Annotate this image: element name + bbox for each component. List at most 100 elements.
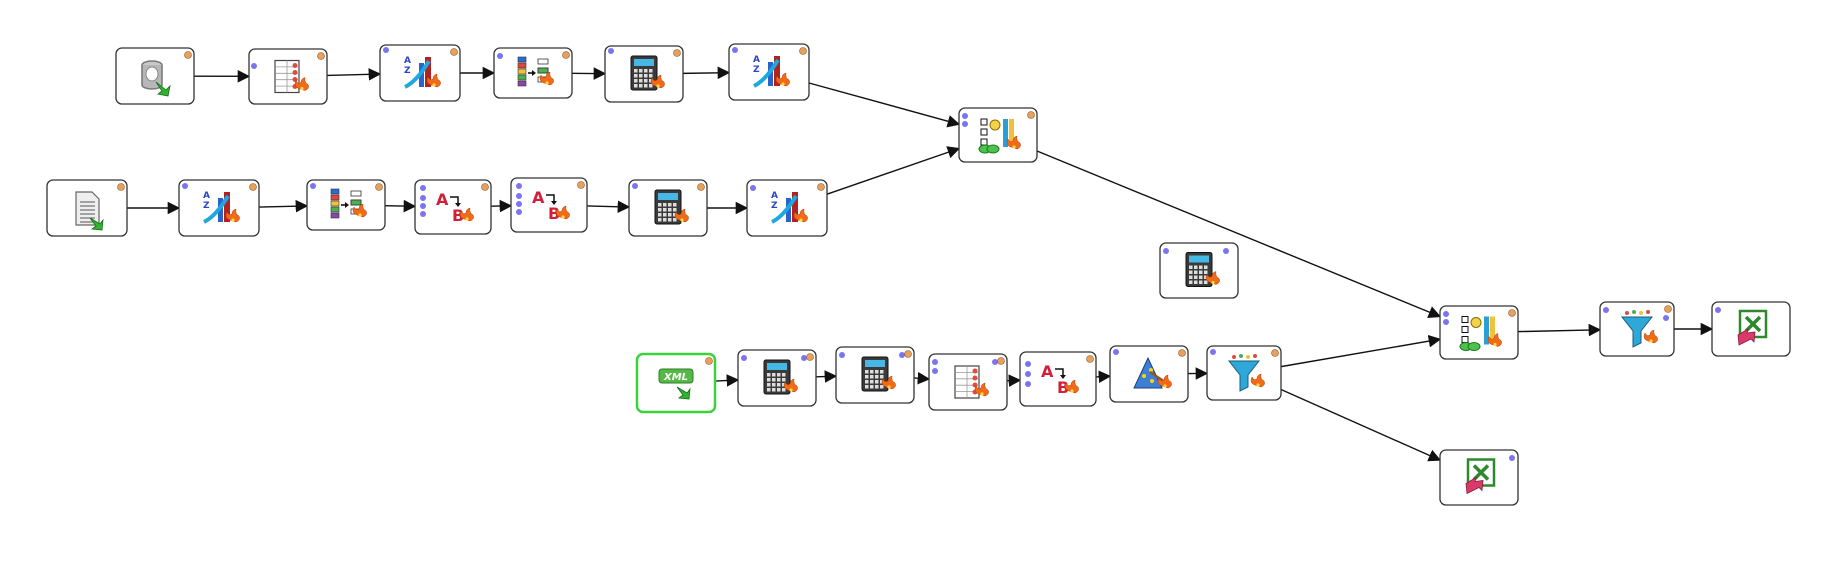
output-port[interactable] xyxy=(1178,349,1186,357)
input-port[interactable] xyxy=(1715,307,1721,313)
input-port[interactable] xyxy=(1025,371,1031,377)
hop-merge-join-step-1-to-merge-join-step-2[interactable] xyxy=(1036,150,1442,319)
sort-rows-step-3[interactable]: AZ xyxy=(178,179,260,237)
input-port[interactable] xyxy=(632,183,638,189)
calculator-step-4[interactable] xyxy=(835,346,915,404)
input-port[interactable] xyxy=(932,359,938,365)
output-port[interactable] xyxy=(562,51,570,59)
input-port[interactable] xyxy=(1025,361,1031,367)
hop-sort-rows-step-3-to-split-fields-step-2[interactable] xyxy=(258,199,309,213)
input-port[interactable] xyxy=(1603,307,1609,313)
select-values-step-1[interactable] xyxy=(248,48,328,105)
input-port[interactable] xyxy=(516,183,522,189)
table-input-step[interactable] xyxy=(115,47,195,105)
input-port[interactable] xyxy=(1443,311,1449,317)
hop-value-mapper-step-3-to-modified-javascript-step[interactable] xyxy=(1095,370,1112,384)
hop-sort-rows-step-4-to-merge-join-step-1[interactable] xyxy=(826,146,961,195)
select-values-step-2[interactable] xyxy=(928,353,1008,411)
output-port[interactable] xyxy=(375,183,383,191)
input-port[interactable] xyxy=(899,352,905,358)
input-port[interactable] xyxy=(1663,315,1669,321)
hop-split-fields-step-2-to-value-mapper-step-1[interactable] xyxy=(384,199,417,213)
output-port[interactable] xyxy=(1086,355,1094,363)
calculator-step-2[interactable] xyxy=(628,179,708,237)
input-port[interactable] xyxy=(608,48,614,54)
input-port[interactable] xyxy=(1113,349,1119,355)
merge-join-step-1[interactable] xyxy=(958,107,1038,163)
input-port[interactable] xyxy=(1443,319,1449,325)
output-port[interactable] xyxy=(806,353,814,361)
text-file-input-step[interactable] xyxy=(46,179,128,237)
output-port[interactable] xyxy=(997,357,1005,365)
input-port[interactable] xyxy=(497,53,503,59)
input-port[interactable] xyxy=(1025,381,1031,387)
input-port[interactable] xyxy=(741,355,747,361)
hop-calculator-step-4-to-select-values-step-2[interactable] xyxy=(913,371,931,385)
output-port[interactable] xyxy=(184,51,192,59)
hop-xml-input-step-to-calculator-step-3[interactable] xyxy=(714,374,740,387)
input-port[interactable] xyxy=(420,185,426,191)
modified-javascript-step[interactable] xyxy=(1109,345,1189,403)
hop-calculator-step-3-to-calculator-step-4[interactable] xyxy=(815,370,838,383)
output-port[interactable] xyxy=(799,47,807,55)
input-port[interactable] xyxy=(962,121,968,127)
input-port[interactable] xyxy=(1210,349,1216,355)
input-port[interactable] xyxy=(962,113,968,119)
output-port[interactable] xyxy=(817,183,825,191)
input-port[interactable] xyxy=(801,355,807,361)
input-port[interactable] xyxy=(420,203,426,209)
input-port[interactable] xyxy=(1509,455,1515,461)
output-port[interactable] xyxy=(577,181,585,189)
input-port[interactable] xyxy=(420,195,426,201)
output-port[interactable] xyxy=(481,183,489,191)
input-port[interactable] xyxy=(732,47,738,53)
input-port[interactable] xyxy=(420,211,426,217)
sort-rows-step-4[interactable]: AZ xyxy=(746,179,828,237)
output-port[interactable] xyxy=(249,183,257,191)
input-port[interactable] xyxy=(383,47,389,53)
input-port[interactable] xyxy=(516,193,522,199)
xml-input-step[interactable]: XML xyxy=(635,352,717,414)
output-port[interactable] xyxy=(673,49,681,57)
calculator-step-3[interactable] xyxy=(737,349,817,407)
output-port[interactable] xyxy=(1271,349,1279,357)
value-mapper-step-2[interactable]: AB xyxy=(510,177,588,233)
hop-sort-rows-step-2-to-merge-join-step-1[interactable] xyxy=(808,82,961,128)
calculator-step-orphan[interactable] xyxy=(1159,242,1239,299)
output-port[interactable] xyxy=(1027,111,1035,119)
split-fields-step-1[interactable] xyxy=(493,47,573,99)
hop-merge-join-step-2-to-filter-rows-step-2[interactable] xyxy=(1517,323,1602,337)
output-port[interactable] xyxy=(317,52,325,60)
split-fields-step-2[interactable] xyxy=(306,179,386,231)
input-port[interactable] xyxy=(932,368,938,374)
merge-join-step-2[interactable] xyxy=(1439,305,1519,360)
value-mapper-step-1[interactable]: AB xyxy=(414,179,492,235)
input-port[interactable] xyxy=(839,352,845,358)
output-port[interactable] xyxy=(117,183,125,191)
hop-value-mapper-step-2-to-calculator-step-2[interactable] xyxy=(586,200,631,214)
filter-rows-step-2[interactable] xyxy=(1599,301,1675,357)
output-port[interactable] xyxy=(450,48,458,56)
calculator-step-1[interactable] xyxy=(604,45,684,103)
hop-calculator-step-1-to-sort-rows-step-2[interactable] xyxy=(682,66,731,80)
excel-output-step-1[interactable] xyxy=(1711,301,1791,357)
input-port[interactable] xyxy=(750,185,756,191)
hop-select-values-step-1-to-sort-rows-step-1[interactable] xyxy=(326,68,382,81)
input-port[interactable] xyxy=(992,359,998,365)
sort-rows-step-2[interactable]: AZ xyxy=(728,43,810,101)
excel-output-step-2[interactable] xyxy=(1439,449,1519,506)
hop-filter-rows-step-1-to-merge-join-step-2[interactable] xyxy=(1280,334,1442,368)
output-port[interactable] xyxy=(705,357,713,365)
hop-filter-rows-step-1-to-excel-output-step-2[interactable] xyxy=(1280,388,1442,462)
output-port[interactable] xyxy=(904,350,912,358)
input-port[interactable] xyxy=(310,183,316,189)
input-port[interactable] xyxy=(516,201,522,207)
input-port[interactable] xyxy=(516,209,522,215)
output-port[interactable] xyxy=(1664,305,1672,313)
input-port[interactable] xyxy=(182,183,188,189)
output-port[interactable] xyxy=(1508,309,1516,317)
filter-rows-step-1[interactable] xyxy=(1206,345,1282,401)
input-port[interactable] xyxy=(1223,248,1229,254)
input-port[interactable] xyxy=(1163,248,1169,254)
